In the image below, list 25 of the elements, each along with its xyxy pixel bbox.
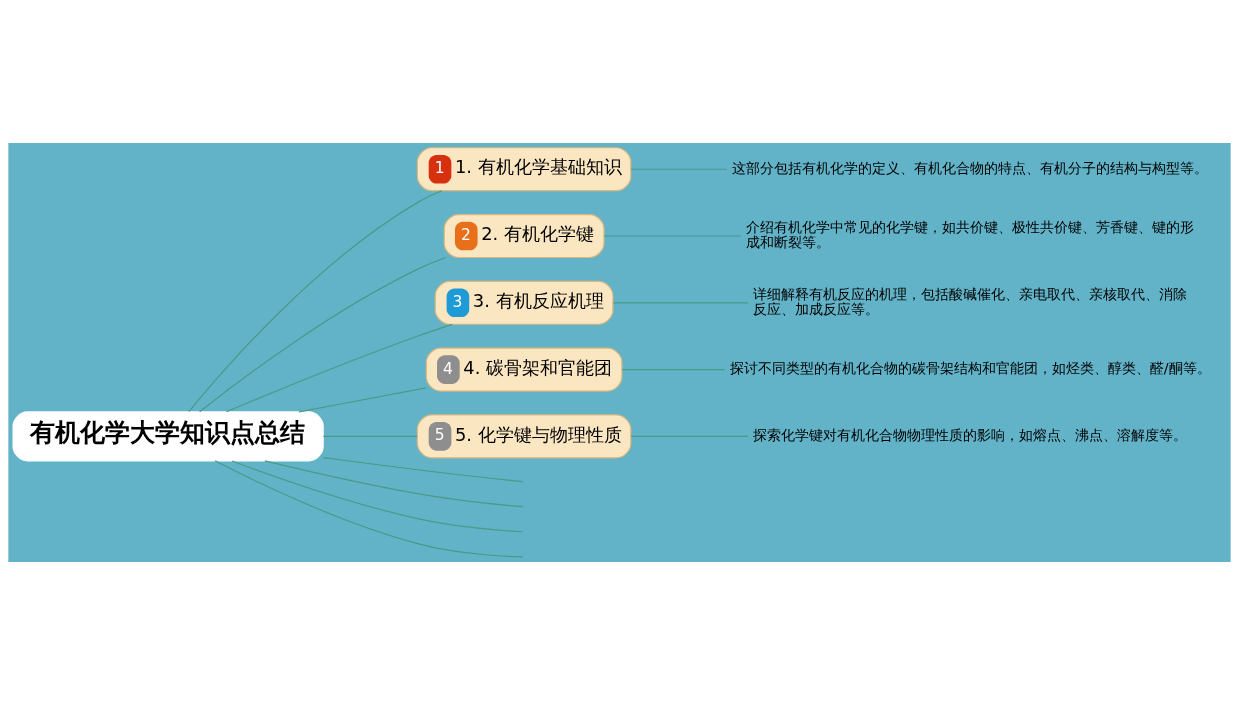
node-box: 2 2. 有机化学键 (443, 213, 605, 258)
node-box: 1 1. 有机化学基础知识 (416, 146, 632, 191)
connector (603, 234, 742, 237)
node-text: 这部分包括有机化学的定义、有机化合物的特点、有机分子的结构与构型等。 (731, 159, 1208, 176)
connector (214, 459, 524, 557)
connector (612, 301, 749, 303)
node-box: 4 4. 碳骨架和官能团 (425, 347, 623, 392)
connector (188, 189, 443, 412)
connector (630, 168, 728, 170)
connector (322, 456, 524, 482)
node-box: 有机化学大学知识点总结 (12, 410, 324, 461)
connector (225, 323, 453, 412)
node-box: 3 3. 有机反应机理 (434, 280, 614, 325)
connector (298, 386, 427, 412)
connector (264, 459, 524, 507)
connector (199, 256, 447, 412)
node-text: 探讨不同类型的有机化合物的碳骨架结构和官能团，如烃类、醇类、醛/酮等。 (729, 359, 1211, 376)
node-text: 探索化学键对有机化合物物理性质的影响，如熔点、沸点、溶解度等。 (753, 426, 1188, 443)
connector (630, 435, 749, 437)
connector (621, 368, 726, 370)
connector (322, 435, 418, 437)
node-text: 详细解释有机反应的机理，包括酸碱催化、亲电取代、亲核取代、消除反应、加成反应等。 (753, 285, 1188, 317)
node-text: 介绍有机化学中常见的化学键，如共价键、极性共价键、芳香键、键的形成和断裂等。 (745, 218, 1194, 250)
node-box: 5 5. 化学键与物理性质 (416, 413, 632, 458)
connector (231, 459, 524, 532)
